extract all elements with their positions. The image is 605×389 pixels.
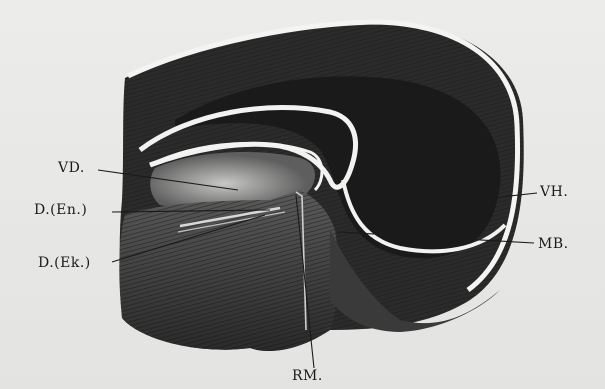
label-vd: VD. <box>58 160 85 176</box>
label-mb: MB. <box>538 236 569 252</box>
label-vh: VH. <box>540 184 568 200</box>
label-d-en: D.(En.) <box>34 202 87 218</box>
label-d-ek: D.(Ek.) <box>38 255 91 271</box>
label-rm: RM. <box>292 368 323 384</box>
